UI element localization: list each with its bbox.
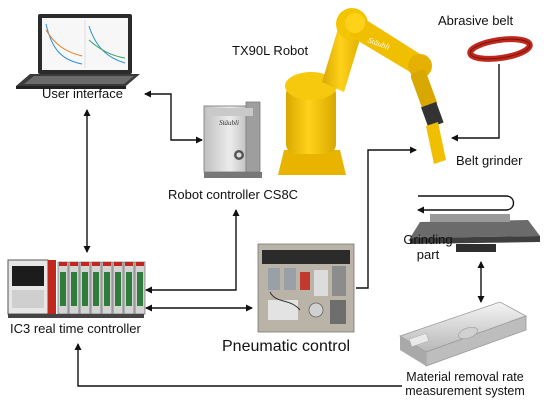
- plc-module-tab: [114, 262, 122, 266]
- label-robot: TX90L Robot: [232, 43, 309, 58]
- robot-arm-icon: Stäubli: [278, 8, 446, 175]
- plc-terminal-strip: [93, 272, 99, 306]
- robot-controller-cabinet-icon: Stäubli: [203, 101, 262, 178]
- plc-module-tab: [103, 262, 111, 266]
- plc-terminal-strip: [126, 272, 132, 306]
- label-robot-controller: Robot controller CS8C: [168, 187, 299, 202]
- plc-module-tab: [59, 262, 67, 266]
- label-mrr-line1: Material removal rate: [406, 370, 524, 384]
- label-mrr-line2: measurement system: [405, 384, 525, 399]
- label-grinding-part: Grinding part: [396, 232, 460, 263]
- abrasive-belt-icon: [467, 36, 533, 62]
- label-rt-controller: IC3 real time controller: [10, 321, 141, 336]
- plc-terminal-strip: [71, 272, 77, 306]
- label-mrr: Material removal rate measurement system: [386, 370, 544, 399]
- arrow-belt-to-grinder: [451, 64, 500, 142]
- controller-brand-logo: Stäubli: [219, 119, 239, 127]
- plc-terminal-strip: [115, 272, 121, 306]
- grinding-part-icon: [410, 214, 540, 252]
- arrow-cabinet-to-ic3: [145, 209, 240, 294]
- load-cell-icon: [399, 301, 527, 367]
- arrow-measurement-to-ic3: [74, 343, 402, 387]
- connector-arrows: [74, 64, 515, 387]
- plc-module-tab: [70, 262, 78, 266]
- pneumatic-panel-icon: [257, 243, 355, 333]
- label-grinding-part-line2: part: [416, 246, 440, 262]
- plc-terminal-strip: [137, 272, 143, 306]
- plc-module-tab: [125, 262, 133, 266]
- label-abrasive-belt: Abrasive belt: [438, 13, 514, 28]
- grinding-direction-loop: [417, 195, 515, 214]
- plc-terminal-strip: [60, 272, 66, 306]
- label-pneumatic-control: Pneumatic control: [222, 338, 351, 355]
- label-user-interface: User interface: [42, 86, 123, 101]
- plc-terminal-strip: [82, 272, 88, 306]
- laptop-icon: [16, 14, 140, 89]
- arrow-pneumatic-to-grinder: [356, 146, 417, 289]
- plc-rack-icon: [7, 259, 146, 318]
- plc-module-tab: [92, 262, 100, 266]
- arrow-ui-to-cabinet: [144, 90, 203, 144]
- plc-module-tab: [81, 262, 89, 266]
- plc-terminal-strip: [104, 272, 110, 306]
- label-grinding-part-line1: Grinding: [403, 232, 453, 247]
- plc-module-tab: [136, 262, 144, 266]
- label-belt-grinder: Belt grinder: [456, 153, 523, 168]
